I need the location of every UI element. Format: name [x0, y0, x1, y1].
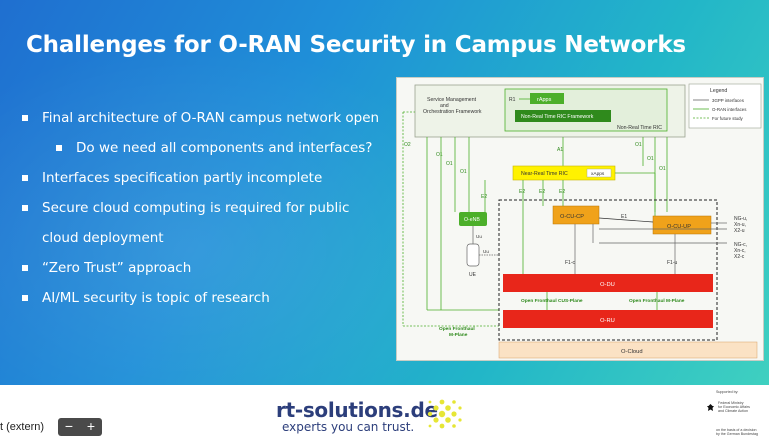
o-ru-box [503, 310, 713, 328]
brand-dots-logo-icon [427, 399, 462, 429]
fh-m-label: Open Fronthaul M-Plane [629, 298, 685, 304]
e2-label-2: E2 [539, 189, 545, 195]
xapps-label: xApps [591, 171, 605, 177]
smo-label: Service Management [427, 97, 477, 103]
bullet-square-icon [56, 145, 62, 151]
ng-u-label: NG-u, [734, 216, 747, 222]
o1-label-left2: O1 [446, 161, 453, 167]
ng-c-label: NG-c, [734, 242, 747, 248]
bullet-square-icon [22, 295, 28, 301]
o-cu-up-label: O-CU-UP [667, 224, 691, 230]
xn-c-label: Xn-c, [734, 248, 746, 254]
o-cu-up-box [652, 215, 712, 235]
slide-title: Challenges for O-RAN Security in Campus … [26, 32, 686, 58]
o1-label-enb: O1 [460, 169, 467, 175]
footer-bar [0, 385, 769, 441]
e2-label-3: E2 [559, 189, 565, 195]
o1-label-right: O1 [635, 142, 642, 148]
f1c-label: F1-c [565, 260, 576, 266]
f1u-label: F1-u [667, 260, 678, 266]
a1-label: A1 [557, 147, 563, 153]
e2-label-1: E2 [519, 189, 525, 195]
fh-m-left-label-2: M-Plane [449, 332, 468, 338]
fh-cus-label: Open Fronthaul CUS-Plane [521, 298, 583, 304]
smo-label-line3: Orchestration Framework [423, 109, 482, 115]
legend-3gpp: 3GPP interfaces [712, 98, 745, 103]
zoom-controls: − + [58, 418, 103, 436]
o1-label-right3: O1 [659, 166, 666, 172]
legend-box [688, 83, 762, 129]
e2-label-enb: E2 [481, 194, 487, 200]
legend-oran: O-RAN interfaces [712, 107, 747, 112]
bullet-square-icon [22, 205, 28, 211]
o-ru-label: O-RU [600, 318, 615, 324]
bullet-square-icon [22, 175, 28, 181]
legend-title: Legend [710, 88, 727, 94]
o-enb-box [459, 212, 487, 226]
o-du-label: O-DU [600, 282, 615, 288]
nearrt-ric-label: Near-Real Time RIC [521, 171, 568, 177]
bullet-square-icon [22, 115, 28, 121]
legend-future: For future study [712, 116, 744, 121]
o-cloud-label: O-Cloud [621, 349, 643, 355]
nonrt-ric-label: Non-Real Time RIC [617, 125, 662, 131]
o-cu-cp-label: O-CU-CP [560, 214, 584, 220]
x2-u-label: X2-u [734, 228, 745, 234]
rapps-label: rApps [537, 97, 552, 103]
brand-tagline: experts you can trust. [282, 420, 415, 434]
gnb-boundary [498, 199, 718, 341]
o-du-box [503, 274, 713, 292]
nonrt-framework-box [515, 110, 611, 122]
o2-label: O2 [404, 142, 411, 148]
uu-label-enb: Uu [476, 234, 482, 239]
nonrt-framework-label: Non-Real Time RIC Framework [521, 114, 594, 120]
o-enb-label: O-eNB [464, 217, 480, 223]
ministry-support-logo: Supported by: Federal Ministry for Econo… [702, 388, 766, 440]
toolbar-label: t (extern) [0, 418, 51, 436]
o1-label-left: O1 [436, 152, 443, 158]
r1-label: R1 [509, 97, 516, 103]
ue-phone-icon [466, 243, 480, 267]
oran-architecture-diagram: Service Management and Orchestration Fra… [396, 77, 764, 361]
e1-label: E1 [621, 214, 627, 220]
bullet-square-icon [22, 265, 28, 271]
zoom-out-button[interactable]: − [64, 418, 74, 434]
fh-m-left-label-1: Open Fronthaul [439, 326, 475, 332]
zoom-in-button[interactable]: + [86, 418, 96, 434]
federal-eagle-icon [706, 403, 715, 412]
o-cloud-box [498, 341, 758, 359]
presentation-toolbar: t (extern) − + [0, 416, 103, 438]
slide: Challenges for O-RAN Security in Campus … [0, 0, 769, 385]
x2-c-label: X2-c [734, 254, 745, 260]
ue-label: UE [469, 272, 477, 278]
uu-label-du: Uu [483, 249, 489, 254]
o1-label-right2: O1 [647, 156, 654, 162]
brand-name: rt-solutions.de [276, 398, 438, 422]
o-cu-cp-box [552, 205, 600, 225]
smo-label-and: and [440, 103, 449, 109]
xn-u-label: Xn-u, [734, 222, 746, 228]
rapps-box [530, 93, 564, 104]
